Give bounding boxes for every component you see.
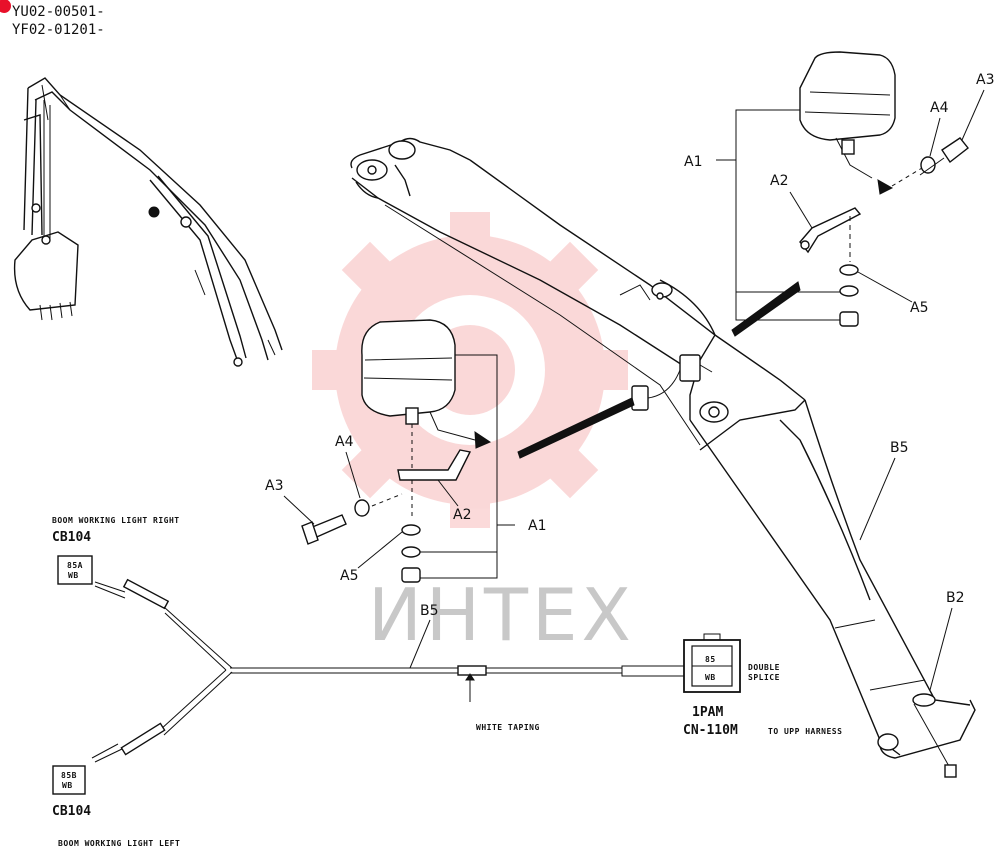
excavator-front-thumbnail (13, 77, 283, 367)
serial-marker-icon (0, 0, 11, 13)
label-double-splice-2: SPLICE (748, 673, 780, 682)
connector-right (57, 555, 93, 585)
connector-left (52, 765, 86, 795)
callout-center-a4: A4 (335, 434, 354, 450)
callout-upper-a4: A4 (930, 100, 949, 116)
callout-upper-a1: A1 (684, 154, 702, 170)
callout-upper-a5: A5 (910, 300, 928, 316)
callout-center-a3: A3 (265, 478, 283, 494)
connector-code-1: 1PAM (692, 705, 723, 720)
serial-line-1: YU02-00501- (12, 4, 105, 20)
serial-line-2: YF02-01201- (12, 22, 105, 38)
label-to-upp-harness: TO UPP HARNESS (768, 727, 842, 736)
callout-boom-b5: B5 (890, 440, 909, 456)
code-left-cb104: CB104 (52, 804, 91, 819)
connector-1pam: 85 WB (683, 633, 741, 693)
boom-harness (91, 578, 685, 763)
label-boom-light-right: BOOM WORKING LIGHT RIGHT (52, 516, 180, 525)
connector-right-line-1: 85A (67, 561, 83, 570)
pointer-wedge-right (731, 281, 801, 337)
code-right-cb104: CB104 (52, 530, 91, 545)
callout-center-a5: A5 (340, 568, 358, 584)
watermark (312, 212, 628, 528)
connector-1pam-bottom: WB (705, 673, 716, 682)
connector-code-2: CN-110M (683, 723, 738, 738)
callout-bracket-center-a1 (420, 354, 515, 579)
working-light-upper-right (799, 51, 969, 327)
label-white-taping: WHITE TAPING (476, 723, 540, 732)
callout-boom-b2: B2 (946, 590, 965, 606)
callout-upper-a2: A2 (770, 173, 788, 189)
boom-light-connector (631, 354, 713, 411)
callout-upper-a3: A3 (976, 72, 994, 88)
callout-harness-b5: B5 (420, 603, 439, 619)
boom-assembly (350, 137, 976, 759)
connector-left-line-2: WB (62, 781, 73, 790)
callout-center-a1: A1 (528, 518, 546, 534)
connector-right-line-2: WB (68, 571, 79, 580)
harness-clamp (912, 693, 957, 778)
callout-center-a2: A2 (453, 507, 471, 523)
connector-1pam-top: 85 (705, 655, 716, 664)
connector-left-line-1: 85B (61, 771, 77, 780)
pointer-wedge-center (517, 397, 635, 459)
label-boom-light-left: BOOM WORKING LIGHT LEFT (58, 839, 180, 848)
label-double-splice-1: DOUBLE (748, 663, 780, 672)
working-light-center (301, 319, 492, 583)
callout-bracket-upper-a1 (716, 109, 840, 321)
watermark-text: ИНТЕХ (368, 573, 635, 657)
